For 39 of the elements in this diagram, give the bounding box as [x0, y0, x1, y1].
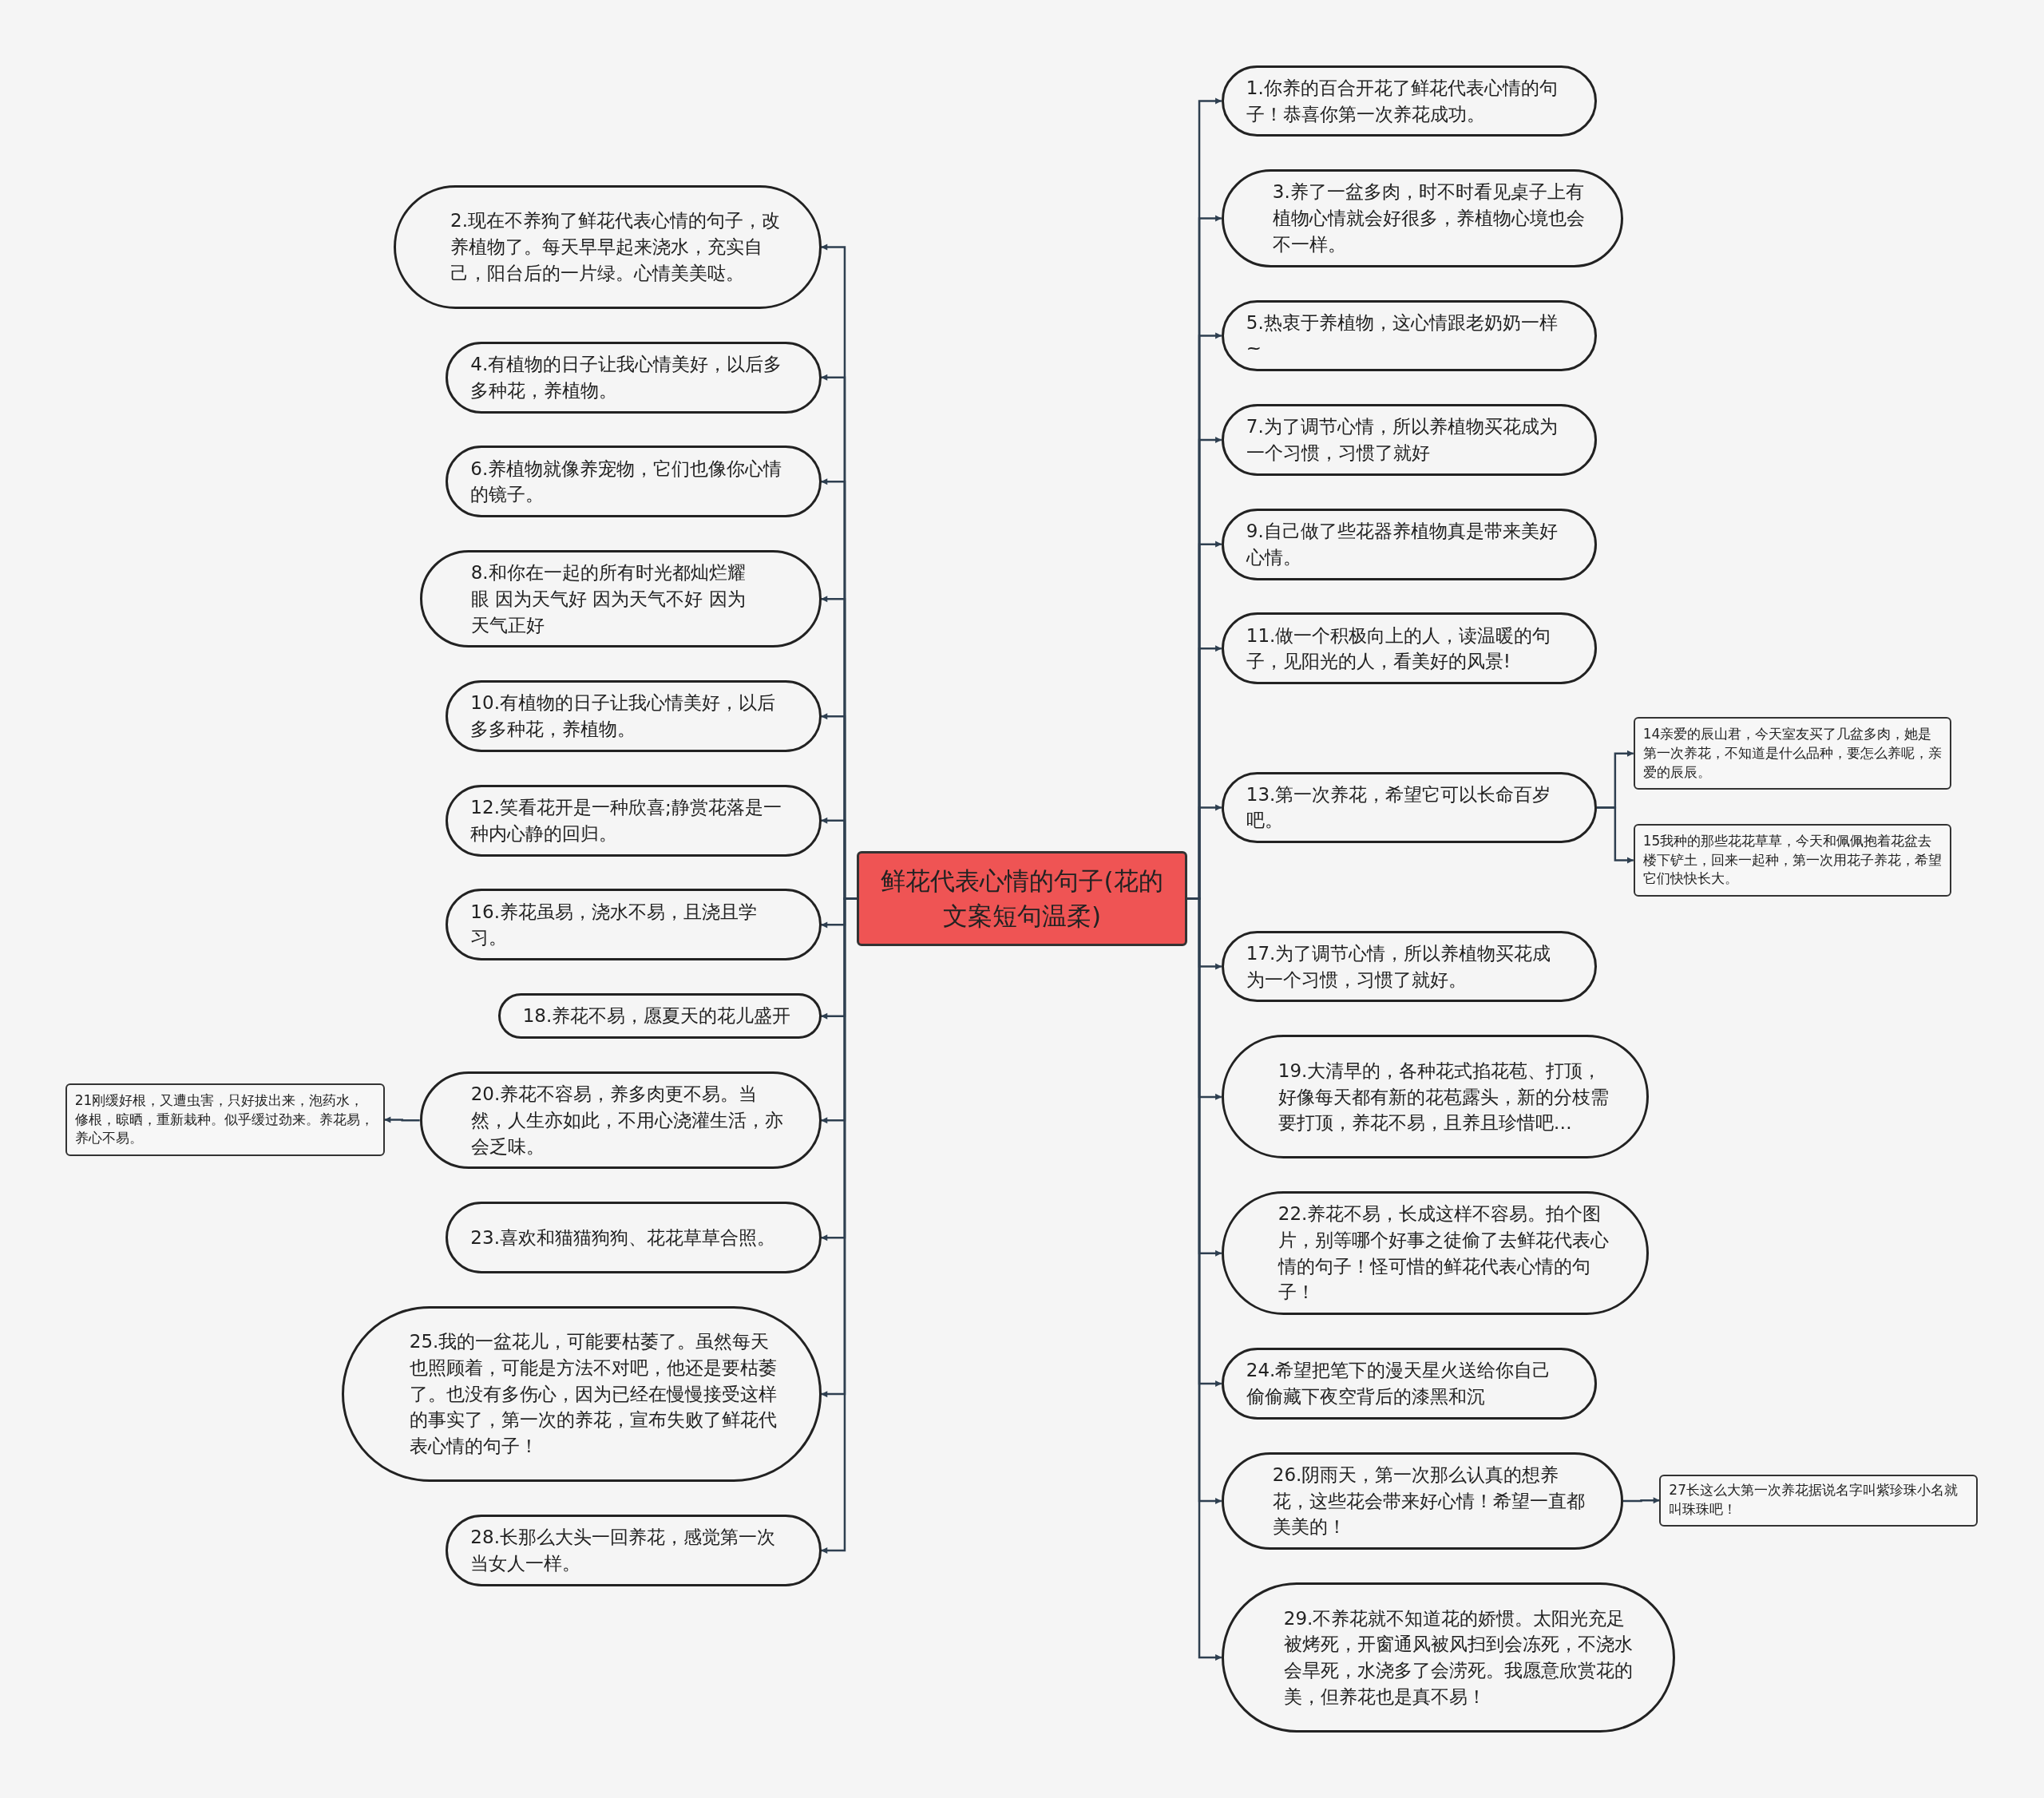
node-text: 9.自己做了些花器养植物真是带来美好心情。 — [1246, 519, 1559, 569]
node-text: 5.热衷于养植物，这心情跟老奶奶一样~ — [1246, 311, 1559, 361]
node-text: 3.养了一盆多肉，时不时看见桌子上有植物心情就会好很多，养植物心境也会不一样。 — [1272, 180, 1586, 256]
node-text: 27长这么大第一次养花据说名字叫紫珍珠小名就叫珠珠吧！ — [1669, 1481, 1959, 1519]
node-text: 7.为了调节心情，所以养植物买花成为一个习惯，习惯了就好 — [1246, 415, 1559, 465]
node-text: 29.不养花就不知道花的娇惯。太阳光充足被烤死，开窗通风被风扫到会冻死，不浇水会旱死，水浇多了会涝死。我愿意欣赏花的美，但养花也是真不易！ — [1283, 1606, 1634, 1709]
node-text: 25.我的一盆花儿，可能要枯萎了。虽然每天也照顾着，可能是方法不对吧，他还是要枯萎了。也没有多伤心，因为已经在慢慢接受这样的事实了，第一次的养花，宣布失败了鲜花代表心情的句子！ — [409, 1330, 778, 1459]
node-text: 13.第一次养花，希望它可以长命百岁吧。 — [1246, 782, 1552, 833]
node-text: 19.大清早的，各种花式掐花苞、打顶，好像每天都有新的花苞露头，新的分枝需要打顶，养花不易，且养且珍惜吧… — [1278, 1059, 1610, 1135]
node-text: 4.有植物的日子让我心情美好，以后多多种花，养植物。 — [470, 353, 783, 402]
note-box — [1633, 716, 1952, 790]
node-text: 14亲爱的辰山君，今天室友买了几盆多肉，她是第一次养花，不知道是什么品种，要怎么养呢，亲爱的辰辰。 — [1642, 724, 1943, 782]
node-text: 11.做一个积极向上的人，读温暖的句子，见阳光的人，看美好的风景! — [1246, 624, 1552, 674]
connector-arrow — [1622, 1497, 1660, 1504]
node-text: 24.希望把笔下的漫天星火送给你自己偷偷藏下夜空背后的漆黑和沉 — [1246, 1359, 1552, 1409]
node-text: 1.你养的百合开花了鲜花代表心情的句子！恭喜你第一次养花成功。 — [1246, 76, 1559, 126]
node-text: 鲜花代表心情的句子(花的文案短句温柔) — [880, 865, 1164, 932]
node-text: 2.现在不养狗了鲜花代表心情的句子，改养植物了。每天早早起来浇水，充实自己，阳台后的一片绿。心情美美哒。 — [450, 209, 781, 285]
node-text: 23.喜欢和猫猫狗狗、花花草草合照。 — [470, 1226, 775, 1249]
node-text: 20.养花不容易，养多肉更不易。当然，人生亦如此，不用心浇灌生活，亦会乏味。 — [470, 1083, 784, 1158]
note-box — [1633, 823, 1952, 897]
connector-arrow — [1597, 806, 1634, 864]
node-text: 15我种的那些花花草草，今天和佩佩抱着花盆去楼下铲土，回来一起种，第一次用花子养花，希望它们快快长大。 — [1642, 831, 1943, 889]
node-text: 6.养植物就像养宠物，它们也像你心情的镜子。 — [470, 457, 783, 507]
node-text: 26.阴雨天，第一次那么认真的想养花，这些花会带来好心情！希望一直都美美的！ — [1272, 1463, 1586, 1539]
node-text: 12.笑看花开是一种欣喜;静赏花落是一种内心静的回归。 — [470, 796, 782, 846]
node-text: 28.长那么大头一回养花，感觉第一次当女人一样。 — [470, 1526, 776, 1576]
node-text: 8.和你在一起的所有时光都灿烂耀眼 因为天气好 因为天气不好 因为天气正好 — [470, 561, 747, 637]
node-text: 18.养花不易，愿夏天的花儿盛开 — [522, 1004, 791, 1028]
connector-arrow — [384, 1116, 420, 1123]
sentence-pill — [497, 993, 822, 1040]
node-text: 21刚缓好根，又遭虫害，只好拔出来，泡药水，修根，晾晒，重新栽种。似乎缓过劲来。养花易，养心不易。 — [74, 1091, 374, 1148]
node-text: 10.有植物的日子让我心情美好，以后多多种花，养植物。 — [470, 691, 776, 742]
node-text: 16.养花虽易，浇水不易，且浇且学习。 — [470, 900, 758, 950]
topic-box — [856, 851, 1188, 947]
node-text: 22.养花不易，长成这样不容易。拍个图片，别等哪个好事之徒偷了去鲜花代表心情的句子！怪可惜的鲜花代表心情的句子！ — [1278, 1202, 1610, 1305]
node-text: 17.为了调节心情，所以养植物买花成为一个习惯，习惯了就好。 — [1246, 941, 1552, 992]
note-box — [65, 1083, 385, 1157]
note-box — [1659, 1474, 1978, 1527]
